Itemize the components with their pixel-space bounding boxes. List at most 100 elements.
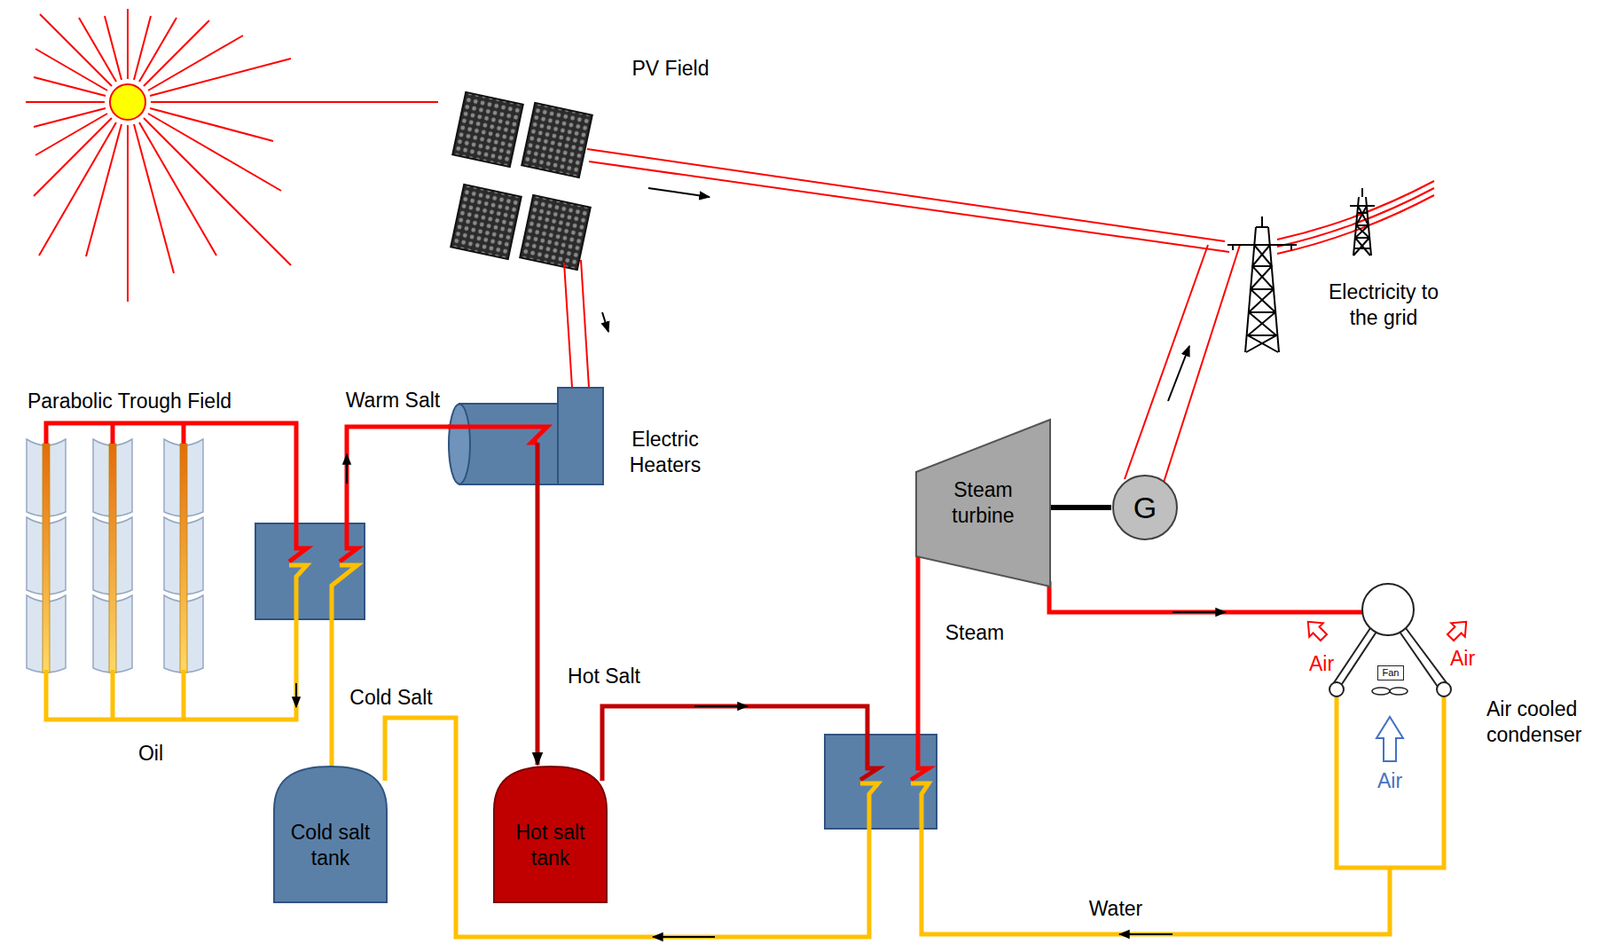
power-wires xyxy=(564,259,589,388)
sun xyxy=(109,84,146,120)
pv-panels xyxy=(519,195,591,270)
electric-heater-shape xyxy=(447,426,548,443)
air-arrows xyxy=(1443,614,1474,644)
node-label: Steam turbine xyxy=(939,477,1028,529)
text-label: PV Field xyxy=(632,55,710,82)
node-text-group: Fan xyxy=(1382,666,1400,680)
text-label: Steam xyxy=(945,619,1004,646)
steam-turbine: Steam turbine xyxy=(915,418,1051,588)
pv-panels xyxy=(450,184,522,259)
electric-heater-shape xyxy=(448,404,471,485)
parabolic-troughs xyxy=(26,439,204,673)
fan-box-shape xyxy=(1378,666,1404,681)
air-arrows xyxy=(1376,716,1404,761)
hot-salt-pipe xyxy=(602,705,879,781)
pv-panels xyxy=(450,92,593,270)
text-label: Cold Salt xyxy=(349,684,432,711)
pv-panels xyxy=(450,184,522,259)
node-text-group: Hot salt tank xyxy=(510,819,591,871)
text-label: Hot Salt xyxy=(567,663,641,690)
electric-heater-shape xyxy=(447,387,604,488)
node-text-group: Electric Heaters xyxy=(616,426,714,479)
flow-arrows xyxy=(296,188,1226,937)
node-label: Hot salt tank xyxy=(510,819,591,871)
cold-salt-tank: Cold salt tank xyxy=(273,765,388,903)
text-label: Warm Salt xyxy=(345,387,441,414)
parabolic-troughs xyxy=(109,443,117,673)
flow-arrows xyxy=(602,312,609,332)
flow-arrows xyxy=(1172,611,1226,613)
flow-arrows xyxy=(1119,933,1173,935)
sun xyxy=(25,8,439,302)
power-wires xyxy=(1124,244,1240,488)
node-text-group: Cold salt tank xyxy=(290,819,371,871)
text-label: Oil xyxy=(138,740,164,767)
air-cooled-condenser xyxy=(1329,682,1344,697)
pv-panels xyxy=(452,92,524,167)
parabolic-troughs xyxy=(42,443,50,673)
steam-turbine-shape xyxy=(915,418,1051,588)
fan-box: Fan xyxy=(1377,665,1404,681)
air-cooled-condenser xyxy=(1372,687,1390,695)
text-label: Water xyxy=(1089,895,1144,922)
parabolic-troughs xyxy=(180,443,188,673)
electric-heater: Electric Heaters xyxy=(447,387,604,488)
text-label: Electricity to the grid xyxy=(1325,279,1442,331)
pv-panels xyxy=(519,195,591,270)
node-label: Electric Heaters xyxy=(616,426,714,479)
power-wires xyxy=(1277,180,1435,254)
power-wires xyxy=(564,149,1435,488)
cold-pipes xyxy=(46,564,1444,937)
cold-pipes xyxy=(46,564,307,720)
pv-panels xyxy=(521,102,593,178)
hot-pipes xyxy=(1049,580,1363,612)
generator-circle: G xyxy=(1111,473,1179,542)
text-label: Air xyxy=(1450,645,1475,672)
flow-arrows xyxy=(345,454,348,484)
node-text-group: G xyxy=(1133,488,1157,527)
node-label: G xyxy=(1133,488,1157,527)
transmission-tower xyxy=(1227,216,1297,353)
flow-arrows xyxy=(694,705,748,707)
pv-panels xyxy=(521,102,593,178)
air-cooled-condenser xyxy=(1436,682,1451,697)
generator-circle-shape xyxy=(1113,475,1177,540)
air-arrows xyxy=(1301,614,1331,644)
hot-pipes xyxy=(910,542,929,780)
cold-pipes xyxy=(384,717,879,937)
text-label: Air xyxy=(1377,768,1403,794)
hot-salt-tank-shape xyxy=(494,766,607,902)
text-label: Air cooled condenser xyxy=(1486,696,1592,748)
connector xyxy=(1050,504,1112,510)
air-cooled-condenser xyxy=(1389,687,1408,695)
node-label: Fan xyxy=(1382,666,1400,680)
pv-panels xyxy=(452,92,524,167)
hot-pipes xyxy=(46,423,307,562)
node-label: Cold salt tank xyxy=(290,819,371,871)
flow-arrows xyxy=(652,935,715,938)
electric-heater-shape xyxy=(557,387,604,485)
hot-salt-tank: Hot salt tank xyxy=(493,765,608,903)
power-wires xyxy=(587,149,1230,252)
text-label: Air xyxy=(1309,650,1334,677)
electric-heater-shape xyxy=(535,442,541,488)
connector xyxy=(535,487,541,765)
flow-arrows xyxy=(1168,345,1190,401)
node-text-group: Steam turbine xyxy=(939,477,1028,529)
transmission-tower xyxy=(1349,188,1375,256)
hot-pipes xyxy=(339,426,453,562)
hot-salt-pipe xyxy=(602,705,879,781)
cold-pipes xyxy=(910,696,1444,934)
air-cooled-condenser xyxy=(1329,583,1451,697)
sun xyxy=(25,8,439,302)
cold-salt-tank-shape xyxy=(274,766,387,902)
electric-heater-shape xyxy=(459,403,558,485)
cold-pipes xyxy=(331,564,358,781)
flow-arrows xyxy=(648,188,710,197)
air-cooled-condenser xyxy=(1333,627,1448,687)
air-cooled-condenser xyxy=(1362,583,1414,636)
text-label: Parabolic Trough Field xyxy=(27,388,232,415)
